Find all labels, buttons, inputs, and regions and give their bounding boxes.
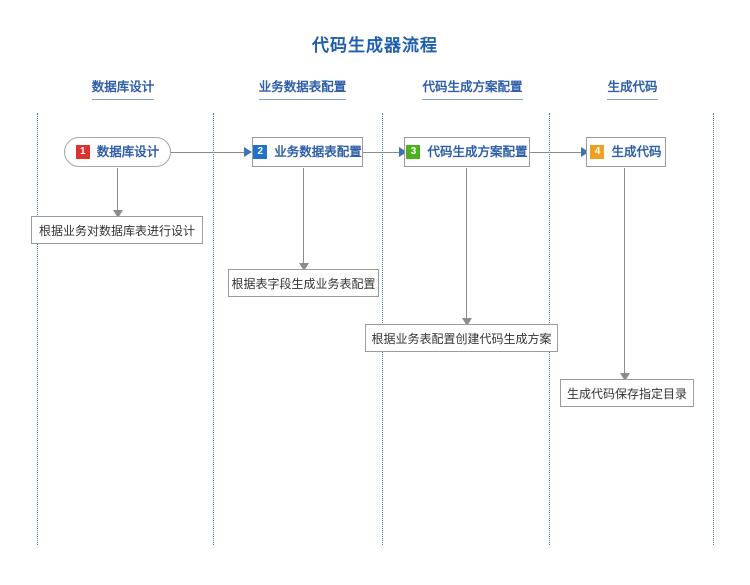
description-box-4: 生成代码保存指定目录 [560,379,694,407]
connector-line-node2-desc2 [303,168,304,265]
node-step-2[interactable]: 2 业务数据表配置 [252,137,363,167]
connector-arrow-3-4-icon [581,147,589,157]
node-label-3: 代码生成方案配置 [427,144,528,159]
node-step-1[interactable]: 1 数据库设计 [64,137,171,167]
step-number-badge-3: 3 [406,145,421,159]
description-box-3: 根据业务表配置创建代码生成方案 [365,324,558,352]
lane-header-label: 代码生成方案配置 [422,76,523,100]
lane-separator-4 [713,113,714,545]
lane-separator-1 [213,113,214,545]
node-step-3[interactable]: 3 代码生成方案配置 [404,137,530,167]
node-label-1: 数据库设计 [96,144,160,159]
lane-header-business-table-config: 业务数据表配置 [230,76,375,100]
step-number-badge-1: 1 [75,145,90,159]
connector-line-2-3 [362,152,400,153]
connector-arrow-2-3-icon [399,147,407,157]
description-text-1: 根据业务对数据库表进行设计 [38,223,195,238]
connector-arrow-node4-desc4-icon [620,373,630,381]
lane-header-codegen-plan-config: 代码生成方案配置 [395,76,550,100]
node-label-2: 业务数据表配置 [274,144,362,159]
connector-line-node4-desc4 [624,168,625,375]
lane-header-generate-code: 生成代码 [570,76,695,100]
connector-line-1-2 [170,152,245,153]
step-number-badge-2: 2 [253,145,268,159]
connector-arrow-node3-desc3-icon [462,318,472,326]
lane-header-label: 业务数据表配置 [258,76,347,100]
lane-header-database-design: 数据库设计 [53,76,193,100]
lane-header-label: 生成代码 [607,76,658,100]
description-box-2: 根据表字段生成业务表配置 [228,269,379,297]
connector-line-node3-desc3 [466,168,467,320]
connector-arrow-1-2-icon [244,147,252,157]
connector-arrow-node2-desc2-icon [299,263,309,271]
description-box-1: 根据业务对数据库表进行设计 [31,216,203,244]
node-label-4: 生成代码 [611,144,662,159]
page-title: 代码生成器流程 [312,36,438,55]
description-text-2: 根据表字段生成业务表配置 [231,276,376,291]
node-step-4[interactable]: 4 生成代码 [586,137,666,167]
lane-separator-0 [37,113,38,545]
connector-line-3-4 [530,152,582,153]
description-text-4: 生成代码保存指定目录 [566,386,687,401]
connector-arrow-node1-desc1-icon [113,210,123,218]
step-number-badge-4: 4 [590,145,605,159]
connector-line-node1-desc1 [117,168,118,212]
lane-header-label: 数据库设计 [91,76,155,100]
description-text-3: 根据业务表配置创建代码生成方案 [371,331,552,346]
